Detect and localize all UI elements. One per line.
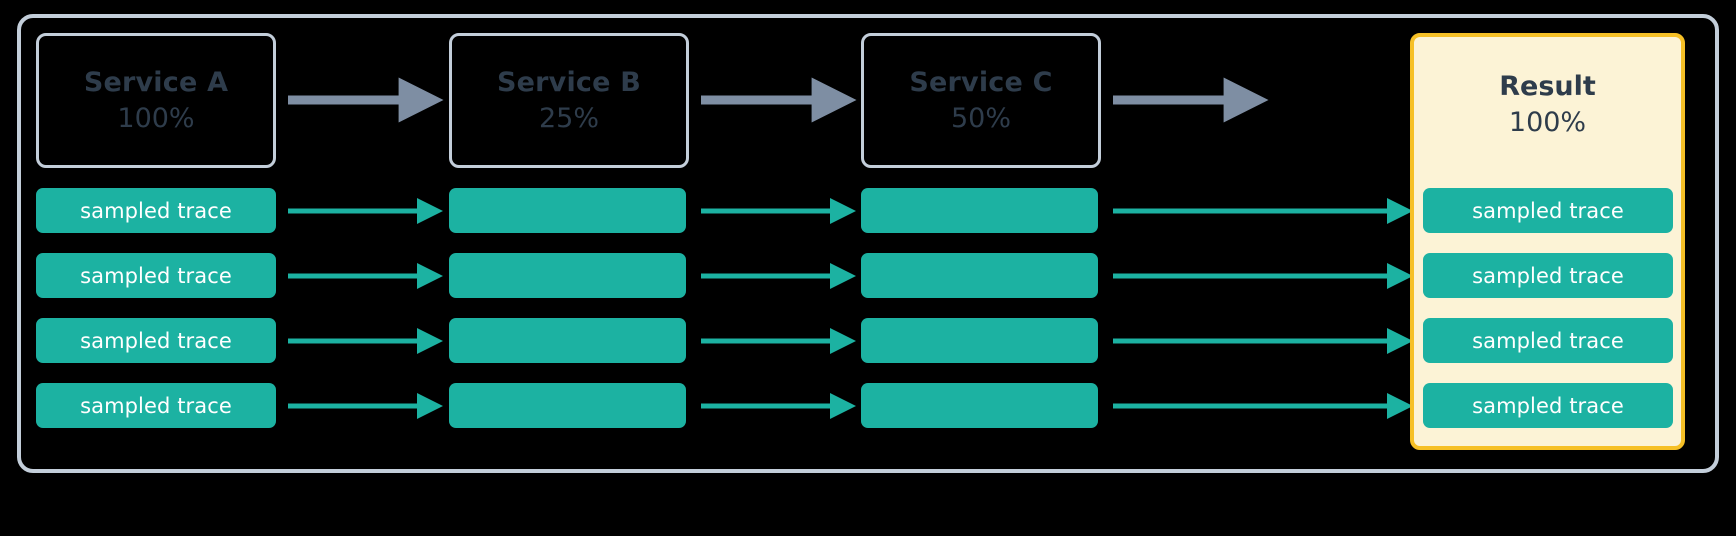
trace-bar-label: sampled trace <box>1472 393 1624 418</box>
diagram-outer-frame <box>17 14 1719 473</box>
result-name-label: Result <box>1499 71 1596 103</box>
trace-bar-result-row1[interactable]: sampled trace <box>1423 253 1673 298</box>
result-header: Result 100% <box>1414 37 1681 172</box>
trace-bar-label: sampled trace <box>1472 198 1624 223</box>
service-box-service-b[interactable]: Service B 25% <box>449 33 689 168</box>
trace-bar-service-b-row3[interactable]: sampled trace <box>449 383 686 428</box>
trace-bar-service-a-row2[interactable]: sampled trace <box>36 318 276 363</box>
trace-bar-result-row0[interactable]: sampled trace <box>1423 188 1673 233</box>
service-name-label: Service C <box>909 67 1053 99</box>
result-percent-label: 100% <box>1508 106 1587 138</box>
service-name-label: Service B <box>496 67 642 99</box>
result-panel[interactable]: Result 100% <box>1410 33 1685 450</box>
trace-bar-label: sampled trace <box>1472 263 1624 288</box>
trace-bar-label: sampled trace <box>1472 328 1624 353</box>
trace-bar-service-c-row1[interactable]: sampled trace <box>861 253 1098 298</box>
trace-bar-label: sampled trace <box>80 393 232 418</box>
service-percent-label: 100% <box>117 102 195 134</box>
service-percent-label: 50% <box>950 102 1011 134</box>
trace-bar-result-row3[interactable]: sampled trace <box>1423 383 1673 428</box>
trace-bar-service-b-row2[interactable]: sampled trace <box>449 318 686 363</box>
trace-bar-service-c-row0[interactable]: sampled trace <box>861 188 1098 233</box>
service-box-service-a[interactable]: Service A 100% <box>36 33 276 168</box>
trace-bar-service-a-row3[interactable]: sampled trace <box>36 383 276 428</box>
service-name-label: Service A <box>83 67 229 99</box>
trace-bar-label: sampled trace <box>80 263 232 288</box>
trace-bar-label: sampled trace <box>80 198 232 223</box>
trace-bar-service-c-row3[interactable]: sampled trace <box>861 383 1098 428</box>
trace-bar-service-a-row1[interactable]: sampled trace <box>36 253 276 298</box>
service-box-service-c[interactable]: Service C 50% <box>861 33 1101 168</box>
trace-bar-service-a-row0[interactable]: sampled trace <box>36 188 276 233</box>
service-percent-label: 25% <box>538 102 599 134</box>
trace-bar-service-b-row0[interactable]: sampled trace <box>449 188 686 233</box>
trace-bar-service-c-row2[interactable]: sampled trace <box>861 318 1098 363</box>
trace-bar-label: sampled trace <box>80 328 232 353</box>
trace-bar-service-b-row1[interactable]: sampled trace <box>449 253 686 298</box>
trace-bar-result-row2[interactable]: sampled trace <box>1423 318 1673 363</box>
